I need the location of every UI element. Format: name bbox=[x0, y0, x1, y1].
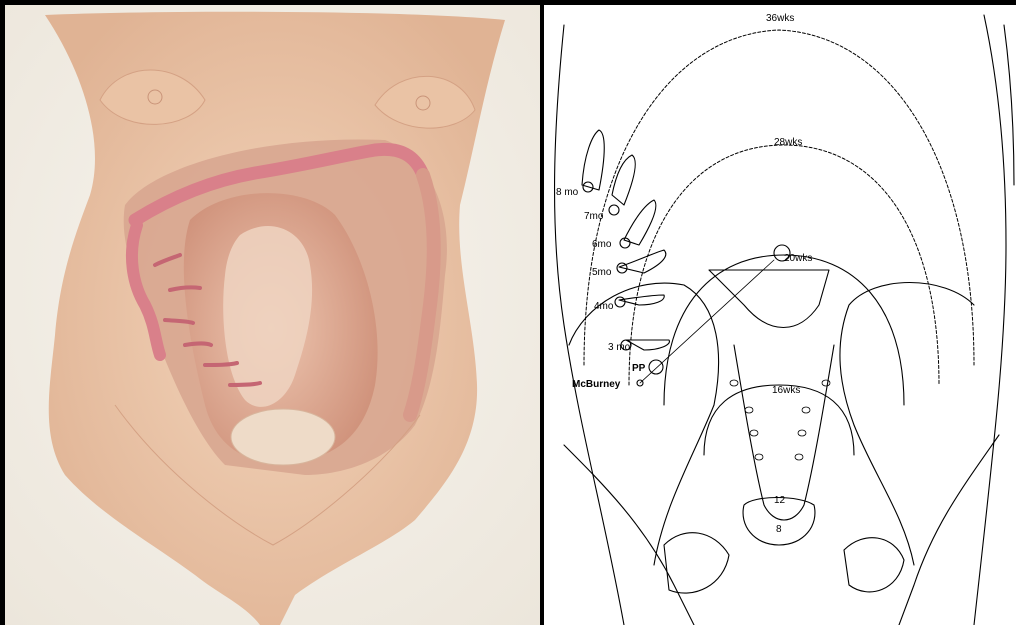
label-6mo: 6mo bbox=[592, 239, 612, 250]
label-5mo: 5mo bbox=[592, 267, 612, 278]
label-20wks: 20wks bbox=[784, 253, 812, 264]
body-outline-left bbox=[555, 25, 624, 625]
label-4mo: 4mo bbox=[594, 301, 614, 312]
pregnant-abdomen-illustration bbox=[5, 5, 540, 625]
fundus-36wks bbox=[584, 30, 974, 365]
label-mcburney: McBurney bbox=[572, 379, 621, 390]
bladder bbox=[231, 409, 335, 465]
label-28wks: 28wks bbox=[774, 137, 802, 148]
label-8wks: 8 bbox=[776, 524, 782, 535]
sacrum bbox=[734, 345, 834, 520]
label-36wks: 36wks bbox=[766, 13, 794, 24]
label-12wks: 12 bbox=[774, 495, 786, 506]
pelvis-right-ilium bbox=[840, 283, 974, 566]
fundus-20wks-outline bbox=[664, 255, 904, 405]
pp-point bbox=[649, 360, 663, 374]
body-outline-right bbox=[974, 15, 1006, 625]
label-8mo: 8 mo bbox=[556, 187, 579, 198]
mcburney-line bbox=[640, 260, 774, 383]
femur-left bbox=[564, 445, 694, 625]
illustration-svg bbox=[5, 5, 540, 625]
label-pp: PP bbox=[632, 363, 646, 374]
label-7mo: 7mo bbox=[584, 211, 604, 222]
diagram-svg: 36wks 28wks 20wks 16wks 12 8 8 mo 7mo 6m… bbox=[544, 5, 1016, 625]
ischium-right bbox=[844, 538, 904, 592]
uterine-height-diagram: 36wks 28wks 20wks 16wks 12 8 8 mo 7mo 6m… bbox=[544, 5, 1016, 625]
pelvis-left-ilium bbox=[569, 283, 719, 565]
arm-right bbox=[1004, 25, 1014, 185]
label-3mo: 3 mo bbox=[608, 342, 631, 353]
sacral-promontory bbox=[709, 270, 829, 328]
label-16wks: 16wks bbox=[772, 385, 800, 396]
fundus-28wks bbox=[629, 145, 939, 385]
